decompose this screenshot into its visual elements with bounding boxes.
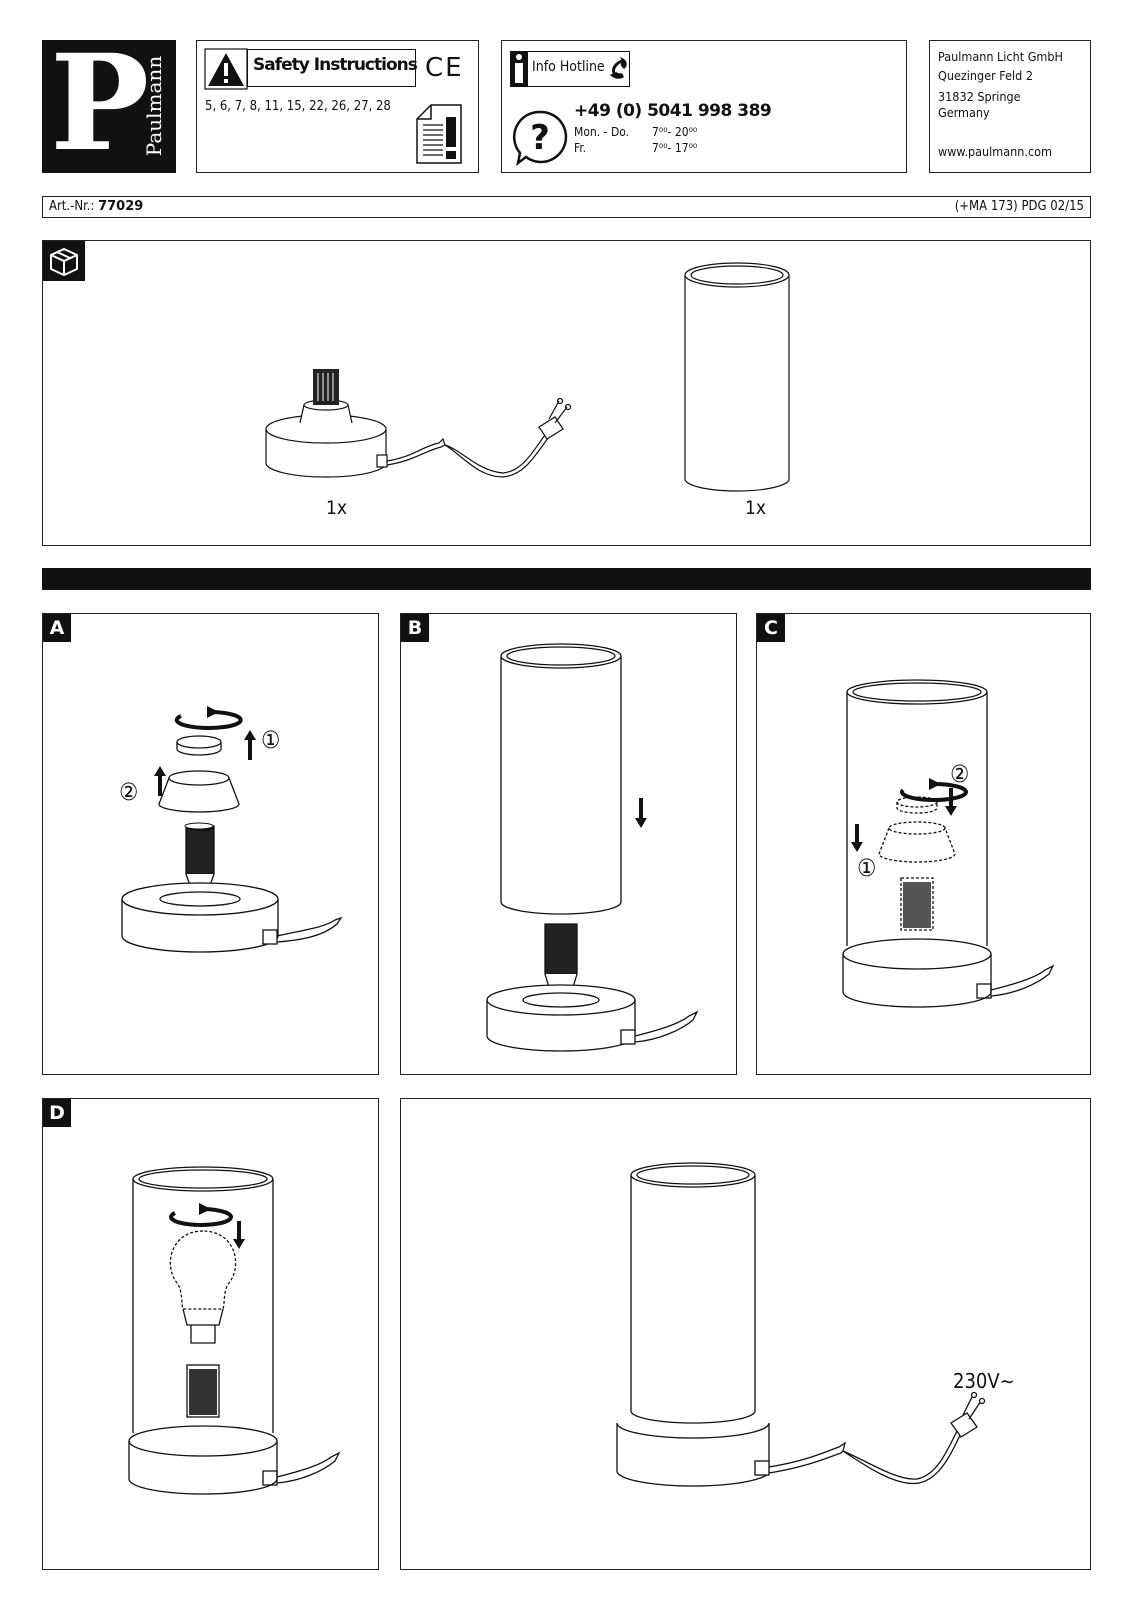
- package-contents: 1x 1x: [42, 240, 1091, 546]
- step-c-num1: ①: [857, 854, 877, 882]
- step-c-label: C: [757, 614, 785, 642]
- info-icon: [510, 51, 528, 87]
- ce-mark: CE: [425, 53, 464, 83]
- final-lamp-drawing: [616, 1162, 986, 1487]
- step-a-label: A: [43, 614, 71, 642]
- voltage-label: 230V∼: [953, 1369, 1015, 1393]
- article-ref: (+MA 173) PDG 02/15: [954, 199, 1084, 214]
- brand-name: Paulmann: [142, 55, 166, 157]
- safety-title: Safety Instructions: [253, 55, 418, 75]
- question-icon: ?: [512, 110, 568, 166]
- shade-quantity: 1x: [745, 497, 766, 519]
- hotline-days2: Fr.: [574, 141, 587, 155]
- glass-shade-drawing: [684, 262, 790, 492]
- brand-letter: P: [50, 26, 150, 181]
- brand-logo: P Paulmann: [42, 34, 176, 174]
- final-assembly-panel: 230V∼: [400, 1098, 1091, 1570]
- address-box: Paulmann Licht GmbH Quezinger Feld 2 318…: [929, 40, 1091, 173]
- hotline-phone: +49 (0) 5041 998 389: [574, 101, 772, 121]
- phone-icon: [610, 57, 627, 79]
- step-d-panel: D: [42, 1098, 379, 1570]
- step-d-label: D: [43, 1099, 71, 1127]
- article-prefix: Art.-Nr.:: [49, 199, 99, 214]
- article-bar: Art.-Nr.: 77029 (+MA 173) PDG 02/15: [42, 196, 1091, 218]
- step-b-label: B: [401, 614, 429, 642]
- step-c-num2: ②: [950, 760, 970, 788]
- address-company: Paulmann Licht GmbH: [938, 49, 1063, 64]
- step-a-num2: ②: [119, 778, 139, 806]
- section-divider-bar: [42, 568, 1091, 590]
- step-a-drawing: [121, 706, 343, 953]
- safety-pages: 5, 6, 7, 8, 11, 15, 22, 26, 27, 28: [205, 99, 391, 114]
- step-b-drawing: [486, 643, 699, 1052]
- package-icon: [43, 241, 85, 281]
- safety-box: Safety Instructions CE 5, 6, 7, 8, 11, 1…: [196, 40, 479, 173]
- step-b-panel: B: [400, 613, 737, 1075]
- address-country: Germany: [938, 105, 990, 120]
- step-c-panel: C ② ①: [756, 613, 1091, 1075]
- svg-text:?: ?: [530, 118, 550, 158]
- hotline-title: Info Hotline: [532, 59, 605, 75]
- hotline-days1: Mon. - Do.: [574, 125, 630, 139]
- address-street: Quezinger Feld 2: [938, 68, 1034, 83]
- step-c-drawing: [842, 679, 1055, 1008]
- base-quantity: 1x: [326, 497, 347, 519]
- hotline-hours1: 7⁰⁰- 20⁰⁰: [652, 125, 698, 139]
- lamp-base-drawing: [265, 369, 572, 478]
- step-a-num1: ①: [261, 726, 281, 754]
- address-city: 31832 Springe: [938, 89, 1021, 104]
- step-d-drawing: [128, 1166, 341, 1495]
- article-number: 77029: [98, 199, 144, 214]
- manual-warning-icon: [416, 104, 462, 164]
- warning-icon: [204, 48, 248, 90]
- hotline-box: Info Hotline ? +49 (0) 5041 998 389 Mon.…: [501, 40, 907, 173]
- step-a-panel: A ① ②: [42, 613, 379, 1075]
- address-web: www.paulmann.com: [938, 144, 1052, 159]
- hotline-hours2: 7⁰⁰- 17⁰⁰: [652, 141, 698, 155]
